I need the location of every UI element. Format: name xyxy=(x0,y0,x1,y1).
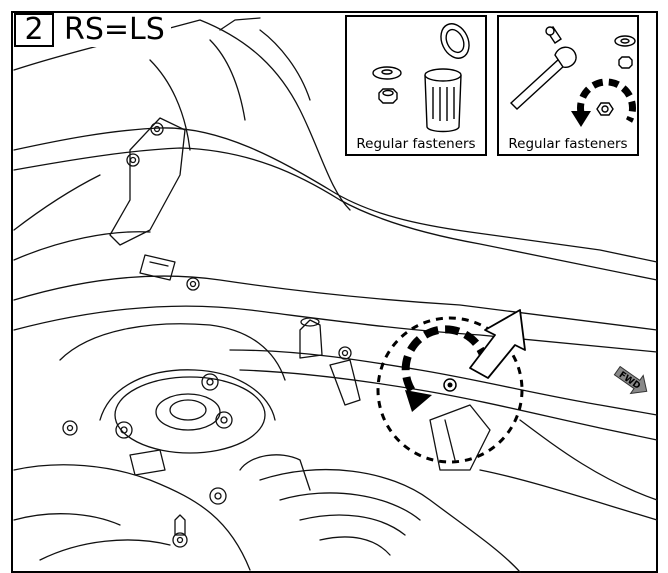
bolt-highlight xyxy=(376,309,526,464)
hood-edge xyxy=(13,19,351,211)
inset-caption-2: Regular fasteners xyxy=(508,136,628,152)
nut-washer-container-icon xyxy=(372,23,470,133)
fwd-arrow-icon: FWD xyxy=(613,366,648,395)
inset-caption-1: Regular fasteners xyxy=(356,136,476,152)
ratchet-tighten-icon xyxy=(509,26,636,127)
outer-frame xyxy=(11,11,658,573)
strut-mount xyxy=(99,369,276,421)
step-number: 2 xyxy=(14,13,54,47)
pointer-arrow xyxy=(469,309,526,379)
fastener-inset-2: Regular fasteners xyxy=(497,15,639,156)
hinge-bracket xyxy=(109,117,186,246)
fastener-inset-1: Regular fasteners xyxy=(345,15,487,156)
side-label: RS=LS xyxy=(64,13,171,47)
